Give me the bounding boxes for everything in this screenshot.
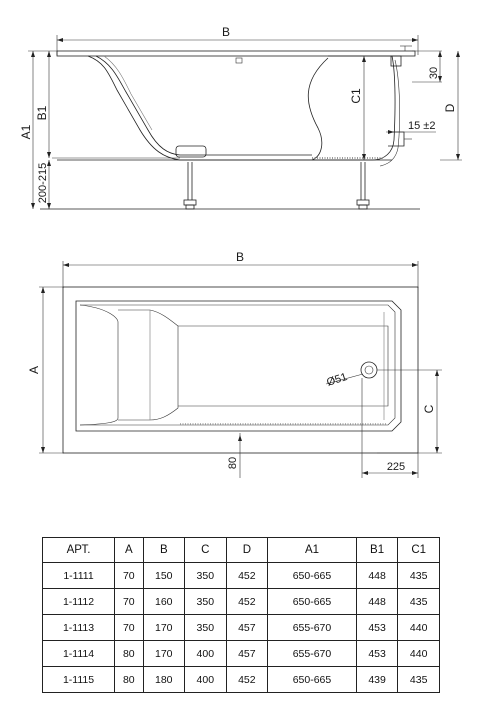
side-dim-c1: C1 bbox=[349, 88, 363, 104]
table-cell: 440 bbox=[397, 640, 440, 667]
table-cell: 1-1112 bbox=[41, 588, 116, 615]
table-cell: 457 bbox=[225, 614, 269, 641]
side-dim-b: B bbox=[222, 25, 230, 39]
side-dim-legs: 200-215 bbox=[37, 163, 49, 203]
table-cell: 457 bbox=[225, 640, 269, 667]
table-cell: 655-670 bbox=[267, 640, 357, 667]
top-dim-c: C bbox=[422, 404, 436, 413]
technical-drawing: B bbox=[19, 25, 462, 478]
side-dim-30: 30 bbox=[428, 67, 440, 79]
col-header-a1: A1 bbox=[267, 537, 357, 563]
side-dim-b1: B1 bbox=[35, 105, 49, 120]
table-cell: 350 bbox=[184, 588, 227, 615]
table-cell: 650-665 bbox=[267, 666, 357, 693]
table-cell: 70 bbox=[114, 562, 144, 589]
col-header-a: A bbox=[114, 537, 144, 563]
table-row: 1-1115 80 180 400 452 650-665 439 435 bbox=[41, 666, 440, 693]
table-cell: 70 bbox=[114, 614, 144, 641]
table-cell: 452 bbox=[225, 588, 269, 615]
col-header-c: C bbox=[184, 537, 227, 563]
table-cell: 80 bbox=[114, 640, 144, 667]
table-cell: 400 bbox=[184, 640, 227, 667]
side-dim-d: D bbox=[443, 103, 457, 112]
table-cell: 435 bbox=[397, 562, 440, 589]
table-cell: 650-665 bbox=[267, 562, 357, 589]
table-cell: 448 bbox=[355, 588, 399, 615]
table-cell: 180 bbox=[142, 666, 186, 693]
table-row: 1-1114 80 170 400 457 655-670 453 440 bbox=[41, 640, 440, 667]
table-cell: 435 bbox=[397, 588, 440, 615]
table-cell: 453 bbox=[355, 614, 399, 641]
top-dim-b: B bbox=[236, 250, 244, 264]
side-view: B bbox=[19, 25, 462, 210]
col-header-d: D bbox=[225, 537, 269, 563]
table-cell: 350 bbox=[184, 562, 227, 589]
col-header-b1: B1 bbox=[355, 537, 399, 563]
table-cell: 1-1113 bbox=[41, 614, 116, 641]
side-dim-15: 15 ±2 bbox=[408, 120, 435, 132]
table-cell: 170 bbox=[142, 640, 186, 667]
spec-table: АРТ. A B C D A1 B1 C1 1-1111 70 150 350 … bbox=[41, 537, 440, 693]
top-dim-225: 225 bbox=[387, 461, 405, 473]
col-header-art: АРТ. bbox=[41, 537, 116, 563]
table-cell: 1-1111 bbox=[41, 562, 116, 589]
table-row: 1-1113 70 170 350 457 655-670 453 440 bbox=[41, 614, 440, 641]
table-cell: 452 bbox=[225, 666, 269, 693]
table-cell: 170 bbox=[142, 614, 186, 641]
table-cell: 440 bbox=[397, 614, 440, 641]
table-cell: 650-665 bbox=[267, 588, 357, 615]
top-dim-a: A bbox=[27, 366, 41, 374]
table-cell: 655-670 bbox=[267, 614, 357, 641]
table-cell: 350 bbox=[184, 614, 227, 641]
table-cell: 70 bbox=[114, 588, 144, 615]
leg-right bbox=[356, 162, 370, 210]
col-header-b: B bbox=[142, 537, 186, 563]
table-header-row: АРТ. A B C D A1 B1 C1 bbox=[41, 537, 440, 563]
table-row: 1-1112 70 160 350 452 650-665 448 435 bbox=[41, 588, 440, 615]
table-cell: 1-1114 bbox=[41, 640, 116, 667]
table-cell: 150 bbox=[142, 562, 186, 589]
top-view: B A Ø51 C 80 bbox=[27, 250, 442, 478]
table-cell: 435 bbox=[397, 666, 440, 693]
top-dim-drain: Ø51 bbox=[325, 371, 348, 389]
table-cell: 80 bbox=[114, 666, 144, 693]
table-cell: 453 bbox=[355, 640, 399, 667]
top-dim-80: 80 bbox=[227, 457, 239, 469]
side-dim-a1: A1 bbox=[19, 124, 33, 139]
table-cell: 400 bbox=[184, 666, 227, 693]
col-header-c1: C1 bbox=[397, 537, 440, 563]
table-cell: 452 bbox=[225, 562, 269, 589]
table-cell: 448 bbox=[355, 562, 399, 589]
table-cell: 439 bbox=[355, 666, 399, 693]
table-cell: 1-1115 bbox=[41, 666, 116, 693]
table-cell: 160 bbox=[142, 588, 186, 615]
table-row: 1-1111 70 150 350 452 650-665 448 435 bbox=[41, 562, 440, 589]
leg-left bbox=[183, 162, 197, 210]
